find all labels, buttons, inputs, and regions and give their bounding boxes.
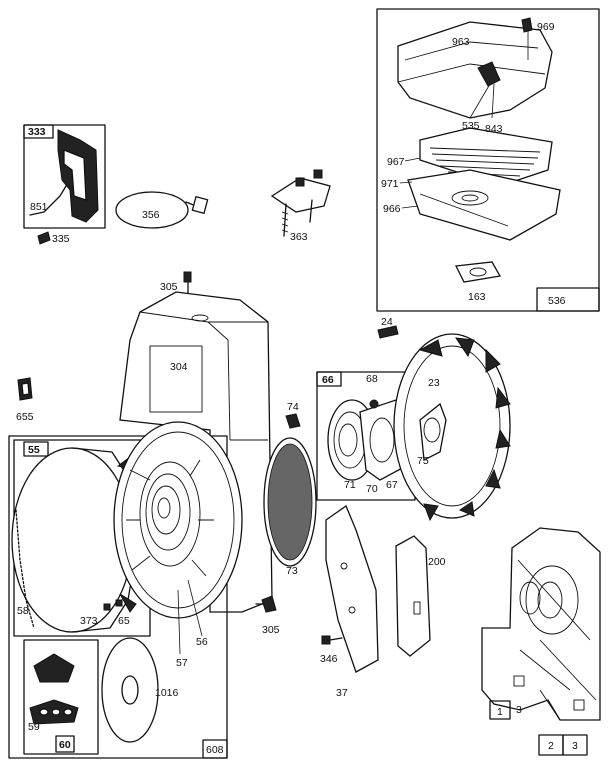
- rewind-starter-kit-box: [8, 435, 228, 759]
- ground-wire-loop: [115, 191, 189, 229]
- part-box-333: [23, 124, 106, 229]
- screw-305-bottom: [261, 595, 277, 613]
- kit-label-box-608: [202, 739, 228, 759]
- air-cleaner-cover: [397, 21, 553, 119]
- label-851: 851: [30, 201, 48, 213]
- label-356: 356: [142, 209, 160, 221]
- label-23: 23: [428, 377, 440, 389]
- label-363: 363: [290, 231, 308, 243]
- flywheel-group: 24 23 75: [377, 316, 511, 522]
- starter-rope: [15, 509, 35, 629]
- label-55: 55: [28, 444, 40, 456]
- callout-box-1: [489, 700, 511, 720]
- label-71: 71: [344, 479, 356, 491]
- label-843: 843: [485, 123, 503, 135]
- rewind-starter-group: 55 58 373 65 56 57 59 60 1016 6: [8, 421, 243, 759]
- label-57: 57: [176, 657, 188, 669]
- label-70: 70: [366, 483, 378, 495]
- starter-cup: [11, 447, 133, 633]
- label-3-bottom: 3: [572, 740, 578, 752]
- rotating-screen-group: 73: [263, 437, 317, 577]
- kit-label-box-536: [536, 287, 600, 312]
- label-37: 37: [336, 687, 348, 699]
- label-373: 373: [80, 615, 98, 627]
- air-filter-element: [419, 127, 553, 187]
- label-200: 200: [428, 556, 446, 568]
- callout-box-3: [562, 734, 588, 756]
- air-cleaner-group: 963 969 535 843 967 971 966 163 536: [376, 8, 600, 312]
- label-68: 68: [366, 373, 378, 385]
- label-1: 1: [497, 706, 503, 718]
- baffle-37-group: 346 37: [320, 505, 379, 699]
- label-969: 969: [537, 21, 555, 33]
- screw-65: [115, 599, 123, 607]
- label-3-top: 3: [516, 704, 522, 716]
- label-655: 655: [16, 411, 34, 423]
- choke-bracket: [477, 61, 501, 87]
- label-66: 66: [322, 374, 334, 386]
- label-963: 963: [452, 36, 470, 48]
- shield-200-group: 200: [395, 535, 446, 657]
- flywheel: [393, 333, 511, 519]
- label-56: 56: [196, 636, 208, 648]
- screw-335: [37, 231, 51, 245]
- cover-screw: [521, 17, 533, 33]
- label-59: 59: [28, 721, 40, 733]
- housing-recess: [149, 345, 203, 413]
- label-536: 536: [548, 295, 566, 307]
- air-cleaner-kit-box: [376, 8, 600, 312]
- flywheel-key-24: [377, 325, 399, 339]
- label-60: 60: [59, 739, 71, 751]
- starter-handle-top: [33, 653, 75, 683]
- screw-373: [103, 603, 111, 611]
- screw-346: [321, 635, 331, 645]
- governor-linkage-group: 333 851 335: [23, 124, 106, 245]
- label-58: 58: [17, 605, 29, 617]
- nut-74-group: 74: [285, 401, 301, 429]
- label-74: 74: [287, 401, 299, 413]
- label-1016: 1016: [155, 687, 179, 699]
- label-67: 67: [386, 479, 398, 491]
- starter-pulley: [113, 421, 243, 619]
- baffle-37: [325, 505, 379, 673]
- air-cleaner-base: [407, 169, 561, 241]
- label-2: 2: [548, 740, 554, 752]
- clutch-ball: [369, 399, 379, 409]
- bracket-363-group: 363: [270, 169, 331, 243]
- label-346: 346: [320, 653, 338, 665]
- label-24: 24: [381, 316, 393, 328]
- nut-74: [285, 413, 301, 429]
- gasket: [455, 261, 502, 283]
- label-304: 304: [170, 361, 188, 373]
- screw-305-bottom-group: 305: [255, 595, 280, 636]
- label-967: 967: [387, 156, 405, 168]
- label-65: 65: [118, 615, 130, 627]
- label-333: 333: [28, 126, 46, 138]
- clip-655-group: 655: [16, 377, 34, 423]
- shield-200: [395, 535, 431, 657]
- ground-wire-group: 356: [115, 191, 209, 229]
- label-163: 163: [468, 291, 486, 303]
- handle-subkit-box-60: [23, 639, 99, 755]
- label-73: 73: [286, 565, 298, 577]
- label-966: 966: [383, 203, 401, 215]
- label-305-top: 305: [160, 281, 178, 293]
- label-335: 335: [52, 233, 70, 245]
- screw-305-top: [183, 271, 192, 283]
- label-75: 75: [417, 455, 429, 467]
- label-305-bottom: 305: [262, 624, 280, 636]
- engine-block-group: 1 3 2 3: [481, 527, 601, 756]
- label-608: 608: [206, 744, 224, 756]
- label-971: 971: [381, 178, 399, 190]
- label-535: 535: [462, 120, 480, 132]
- bracket-363: [270, 177, 331, 213]
